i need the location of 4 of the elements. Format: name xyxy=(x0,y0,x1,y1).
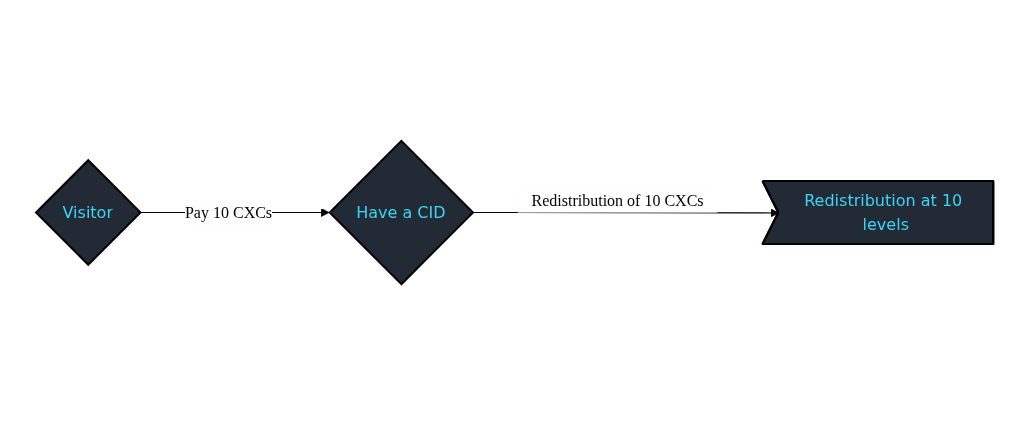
node-diamond: Visitor xyxy=(34,158,143,267)
edge-label: Redistribution of 10 CXCs xyxy=(531,191,704,209)
node-diamond: Have a CID xyxy=(328,139,475,286)
edge-label: Pay 10 CXCs xyxy=(185,203,273,221)
